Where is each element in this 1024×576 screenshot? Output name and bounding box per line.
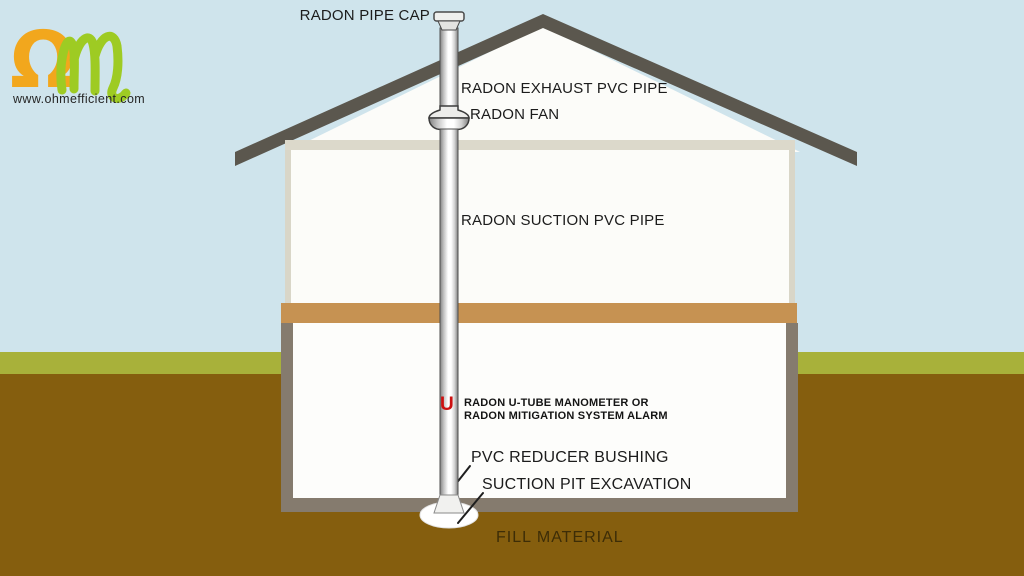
website-url: www.ohmefficient.com: [13, 92, 146, 106]
first-floor-wall: [285, 150, 795, 303]
label-radon-exhaust-pipe: RADON EXHAUST PVC PIPE: [461, 80, 668, 97]
suction-pipe-segment: [439, 128, 459, 498]
label-radon-fan: RADON FAN: [470, 106, 560, 123]
floor-joist-band: [281, 303, 797, 323]
ceiling-band: [285, 140, 795, 150]
label-suction-pit-excavation: SUCTION PIT EXCAVATION: [482, 476, 692, 493]
pipe-cap: [433, 11, 465, 22]
exhaust-pipe-segment: [439, 27, 459, 109]
label-radon-pipe-cap: RADON PIPE CAP: [299, 7, 430, 24]
u-tube-manometer-marker: U: [440, 394, 454, 415]
ohmefficient-logo: Ω: [10, 16, 131, 106]
pit-leader-line: [457, 492, 484, 524]
label-manometer-line1: RADON U-TUBE MANOMETER OR: [464, 397, 649, 409]
label-manometer-alarm: RADON U-TUBE MANOMETER OR RADON MITIGATI…: [464, 397, 668, 423]
label-radon-suction-pipe: RADON SUCTION PVC PIPE: [461, 212, 665, 229]
label-manometer-line2: RADON MITIGATION SYSTEM ALARM: [464, 410, 668, 422]
wall-trim-right: [789, 150, 795, 303]
label-fill-material: FILL MATERIAL: [496, 529, 624, 546]
logo-m-icon: [56, 31, 131, 103]
pvc-reducer-bushing: [433, 494, 465, 514]
radon-pipe-assembly: [428, 11, 470, 514]
radon-fan-body: [428, 117, 470, 131]
basement-interior: [293, 323, 786, 498]
wall-trim-left: [285, 150, 291, 303]
label-pvc-reducer-bushing: PVC REDUCER BUSHING: [471, 449, 669, 466]
pipe-cap-neck: [437, 20, 461, 31]
gable-interior: [286, 26, 800, 152]
